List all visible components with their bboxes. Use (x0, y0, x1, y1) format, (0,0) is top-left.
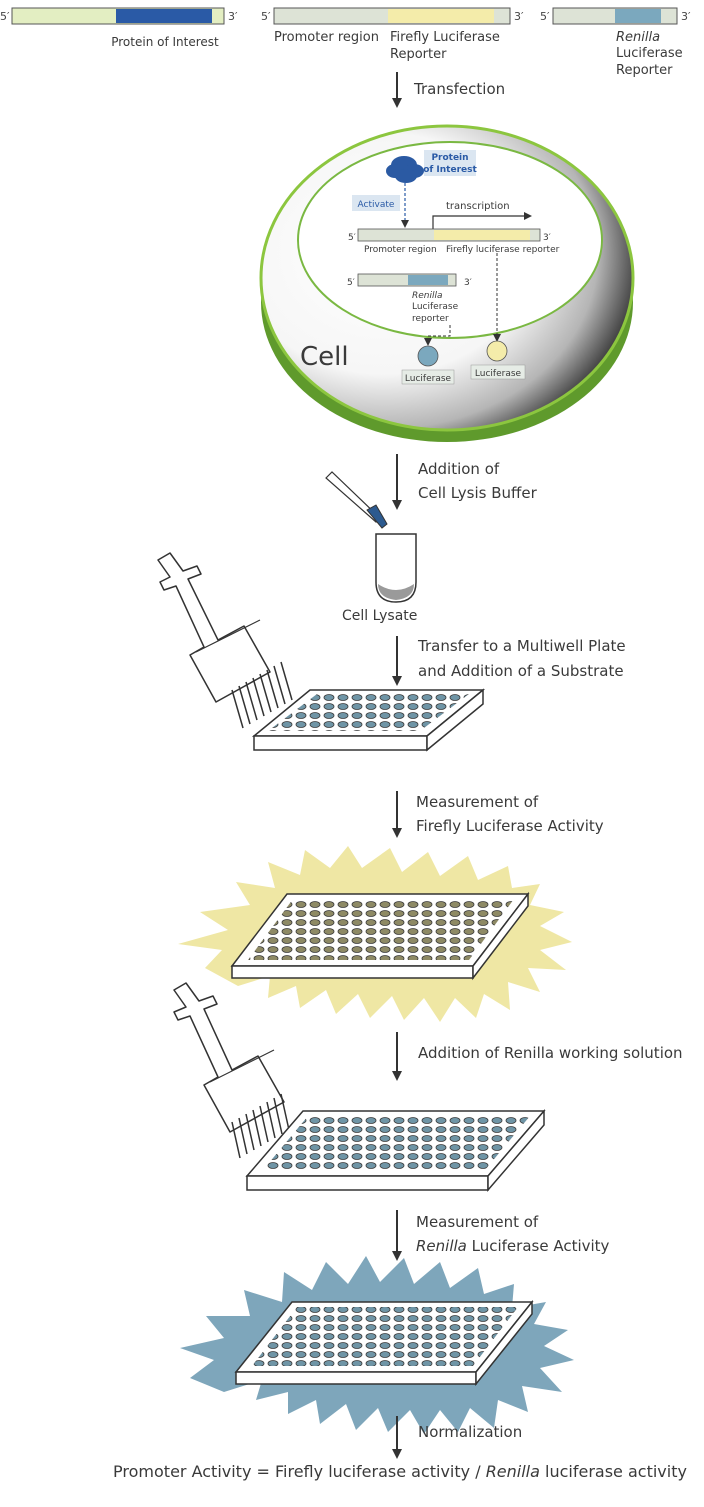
cell-renilla-label-3: reporter (412, 314, 449, 324)
step-normalization: Normalization (418, 1423, 522, 1441)
step-lysis-line1: Addition of (418, 460, 500, 478)
three-prime-label: 3′ (464, 278, 472, 288)
multiwell-plate-2 (230, 891, 530, 981)
protein-construct: 5′ 3′ Protein of Interest (0, 7, 238, 49)
renilla-label-line1: Renilla (616, 30, 660, 45)
step-measure-ff-line1: Measurement of (416, 793, 539, 811)
step-measure-ff-line2: Firefly Luciferase Activity (416, 817, 604, 835)
dropper-icon (325, 471, 388, 529)
five-prime-label: 5′ (0, 10, 10, 23)
cell-protein-label-2: of Interest (423, 165, 477, 175)
cell-renilla-label-2: Luciferase (412, 302, 459, 312)
cell-illustration: Cell Protein of Interest Activate transc… (259, 124, 635, 442)
three-prime-label: 3′ (681, 10, 691, 23)
three-prime-label: 3′ (514, 10, 524, 23)
step-transfer-line2: and Addition of a Substrate (418, 662, 624, 680)
step-measure-rn-line2: Renilla Luciferase Activity (416, 1237, 610, 1255)
multiwell-plate-1 (251, 688, 486, 752)
cell-protein-label-1: Protein (431, 153, 468, 163)
activate-box (352, 195, 400, 211)
renilla-italic-word: Renilla (416, 1237, 467, 1255)
luciferase-label-renilla: Luciferase (405, 374, 452, 384)
protein-cloud-icon (386, 156, 424, 183)
transcription-arrow (432, 212, 532, 232)
step-measure-rn-line1: Measurement of (416, 1213, 539, 1231)
five-prime-label: 5′ (540, 10, 550, 23)
cell-lysate-label: Cell Lysate (342, 608, 417, 624)
renilla-luciferase-protein (417, 345, 439, 367)
protein-of-interest-label: Protein of Interest (111, 35, 219, 49)
multichannel-pipette-icon (157, 552, 293, 729)
five-prime-label: 5′ (347, 278, 355, 288)
multiwell-plate-3 (245, 1108, 546, 1193)
multichannel-pipette-icon (173, 982, 290, 1159)
firefly-label-line2: Reporter (390, 47, 447, 62)
cell-renilla-label-1: Renilla (412, 291, 443, 301)
promoter-region-label: Promoter region (274, 30, 379, 45)
luciferase-label-firefly: Luciferase (475, 369, 522, 379)
measure-rn-rest: Luciferase Activity (467, 1237, 610, 1255)
formula-italic: Renilla (486, 1462, 540, 1481)
renilla-expression-arrow (424, 325, 451, 346)
step-lysis-line2: Cell Lysis Buffer (418, 484, 538, 502)
three-prime-label: 3′ (543, 233, 551, 243)
formula-part1: Promoter Activity = Firefly luciferase a… (113, 1462, 486, 1481)
renilla-construct: 5′ 3′ Renilla Luciferase Reporter (540, 7, 691, 78)
renilla-label-line3: Reporter (616, 63, 673, 78)
protein-label-box (424, 150, 476, 176)
five-prime-label: 5′ (261, 10, 271, 23)
renilla-label-line2: Luciferase (616, 46, 683, 61)
step-transfer-line1: Transfer to a Multiwell Plate (417, 637, 626, 655)
transcription-label: transcription (446, 201, 510, 212)
cell-firefly-label: Firefly luciferase reporter (446, 245, 560, 255)
firefly-label-line1: Firefly Luciferase (390, 30, 500, 45)
firefly-luciferase-protein (486, 340, 508, 362)
step-add-renilla: Addition of Renilla working solution (418, 1044, 683, 1062)
promoter-activity-formula: Promoter Activity = Firefly luciferase a… (113, 1462, 687, 1481)
firefly-construct: 5′ 3′ Promoter region Firefly Luciferase… (261, 7, 524, 62)
five-prime-label: 5′ (348, 233, 356, 243)
tube-icon (375, 533, 417, 603)
cell-promoter-label: Promoter region (364, 245, 437, 255)
multiwell-plate-4 (234, 1299, 534, 1387)
formula-part2: luciferase activity (540, 1462, 687, 1481)
step-transfection: Transfection (413, 80, 505, 98)
three-prime-label: 3′ (228, 10, 238, 23)
cell-label: Cell (300, 342, 349, 372)
activate-label: Activate (358, 200, 395, 210)
